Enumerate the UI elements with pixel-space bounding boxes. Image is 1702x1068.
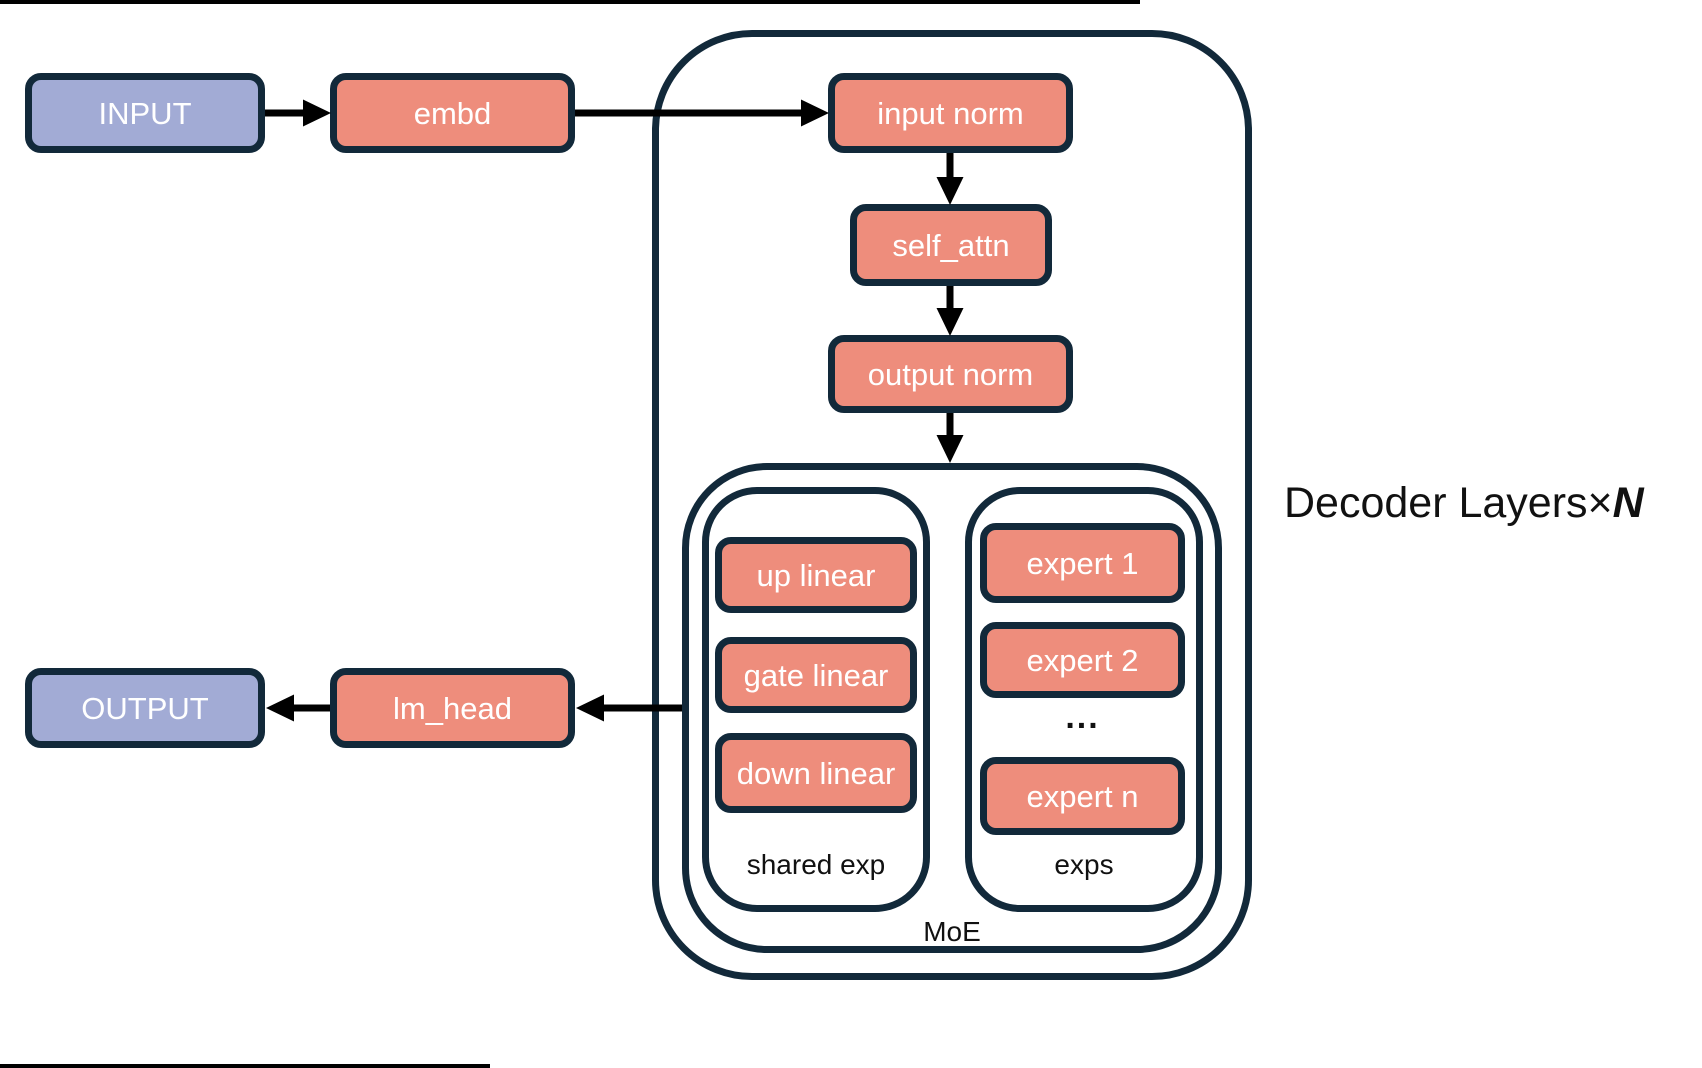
top-crop-line bbox=[0, 0, 1140, 4]
output-node: OUTPUT bbox=[25, 668, 265, 748]
shared-exp-container: shared exp bbox=[702, 487, 930, 912]
input-node: INPUT bbox=[25, 73, 265, 153]
expert-n-node: expert n bbox=[980, 757, 1185, 835]
self-attn-node: self_attn bbox=[850, 204, 1052, 286]
title-text: Decoder Layers bbox=[1284, 479, 1588, 527]
embd-node: embd bbox=[330, 73, 575, 153]
exps-label: exps bbox=[1054, 849, 1114, 880]
output-norm-node: output norm bbox=[828, 335, 1073, 413]
experts-ellipsis: ... bbox=[1065, 698, 1100, 736]
expert-1-node: expert 1 bbox=[980, 523, 1185, 603]
title-n: N bbox=[1612, 479, 1644, 527]
shared-exp-label: shared exp bbox=[746, 849, 886, 880]
expert-2-node: expert 2 bbox=[980, 622, 1185, 698]
moe-container: MoE bbox=[682, 463, 1222, 953]
gate-linear-node: gate linear bbox=[715, 637, 917, 713]
moe-label: MoE bbox=[923, 916, 981, 947]
arrow-input-to-embd bbox=[265, 99, 331, 127]
bottom-crop-line bbox=[0, 1064, 490, 1068]
down-linear-node: down linear bbox=[715, 733, 917, 813]
times-symbol: × bbox=[1587, 479, 1613, 527]
exps-container: exps bbox=[965, 487, 1203, 912]
lm-head-node: lm_head bbox=[330, 668, 575, 748]
decoder-layers-container bbox=[652, 30, 1252, 980]
decoder-layers-title: Decoder Layers×N bbox=[1284, 482, 1644, 525]
up-linear-node: up linear bbox=[715, 537, 917, 613]
arrow-lm-head-to-output bbox=[266, 694, 330, 722]
input-norm-node: input norm bbox=[828, 73, 1073, 153]
